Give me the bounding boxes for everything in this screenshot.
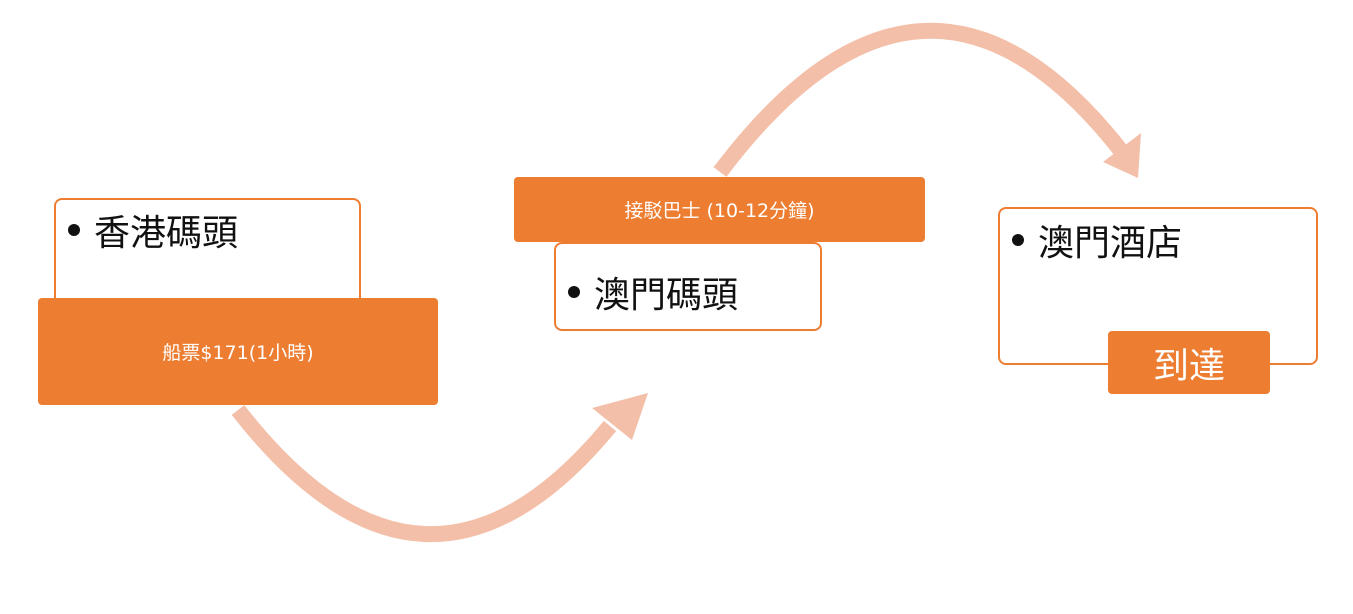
step-place-text: 澳門酒店: [1038, 223, 1183, 264]
step-bullet-macau-pier: 澳門碼頭: [568, 268, 738, 316]
step-label-ferry-ticket: 船票$171(1小時): [38, 298, 438, 405]
step-place-text: 澳門碼頭: [594, 275, 739, 316]
step-card-hong-kong-pier: [54, 198, 361, 314]
step-label-arrival: 到達: [1108, 331, 1270, 394]
arrow-head-1: [592, 393, 648, 440]
bullet-dot-icon: [1012, 234, 1024, 246]
step-label-shuttle-bus: 接駁巴士 (10-12分鐘): [514, 177, 925, 242]
arrow-head-2: [1103, 133, 1141, 178]
bullet-dot-icon: [568, 286, 580, 298]
step-bullet-hong-kong-pier: 香港碼頭: [68, 206, 238, 254]
bullet-dot-icon: [68, 224, 80, 236]
arrow-step2-to-step3: [713, 23, 1129, 177]
step-place-text: 香港碼頭: [94, 213, 239, 254]
step-bullet-macau-hotel: 澳門酒店: [1012, 216, 1182, 264]
arrow-step1-to-step2: [231, 405, 617, 543]
step-card-macau-pier: [554, 242, 822, 331]
